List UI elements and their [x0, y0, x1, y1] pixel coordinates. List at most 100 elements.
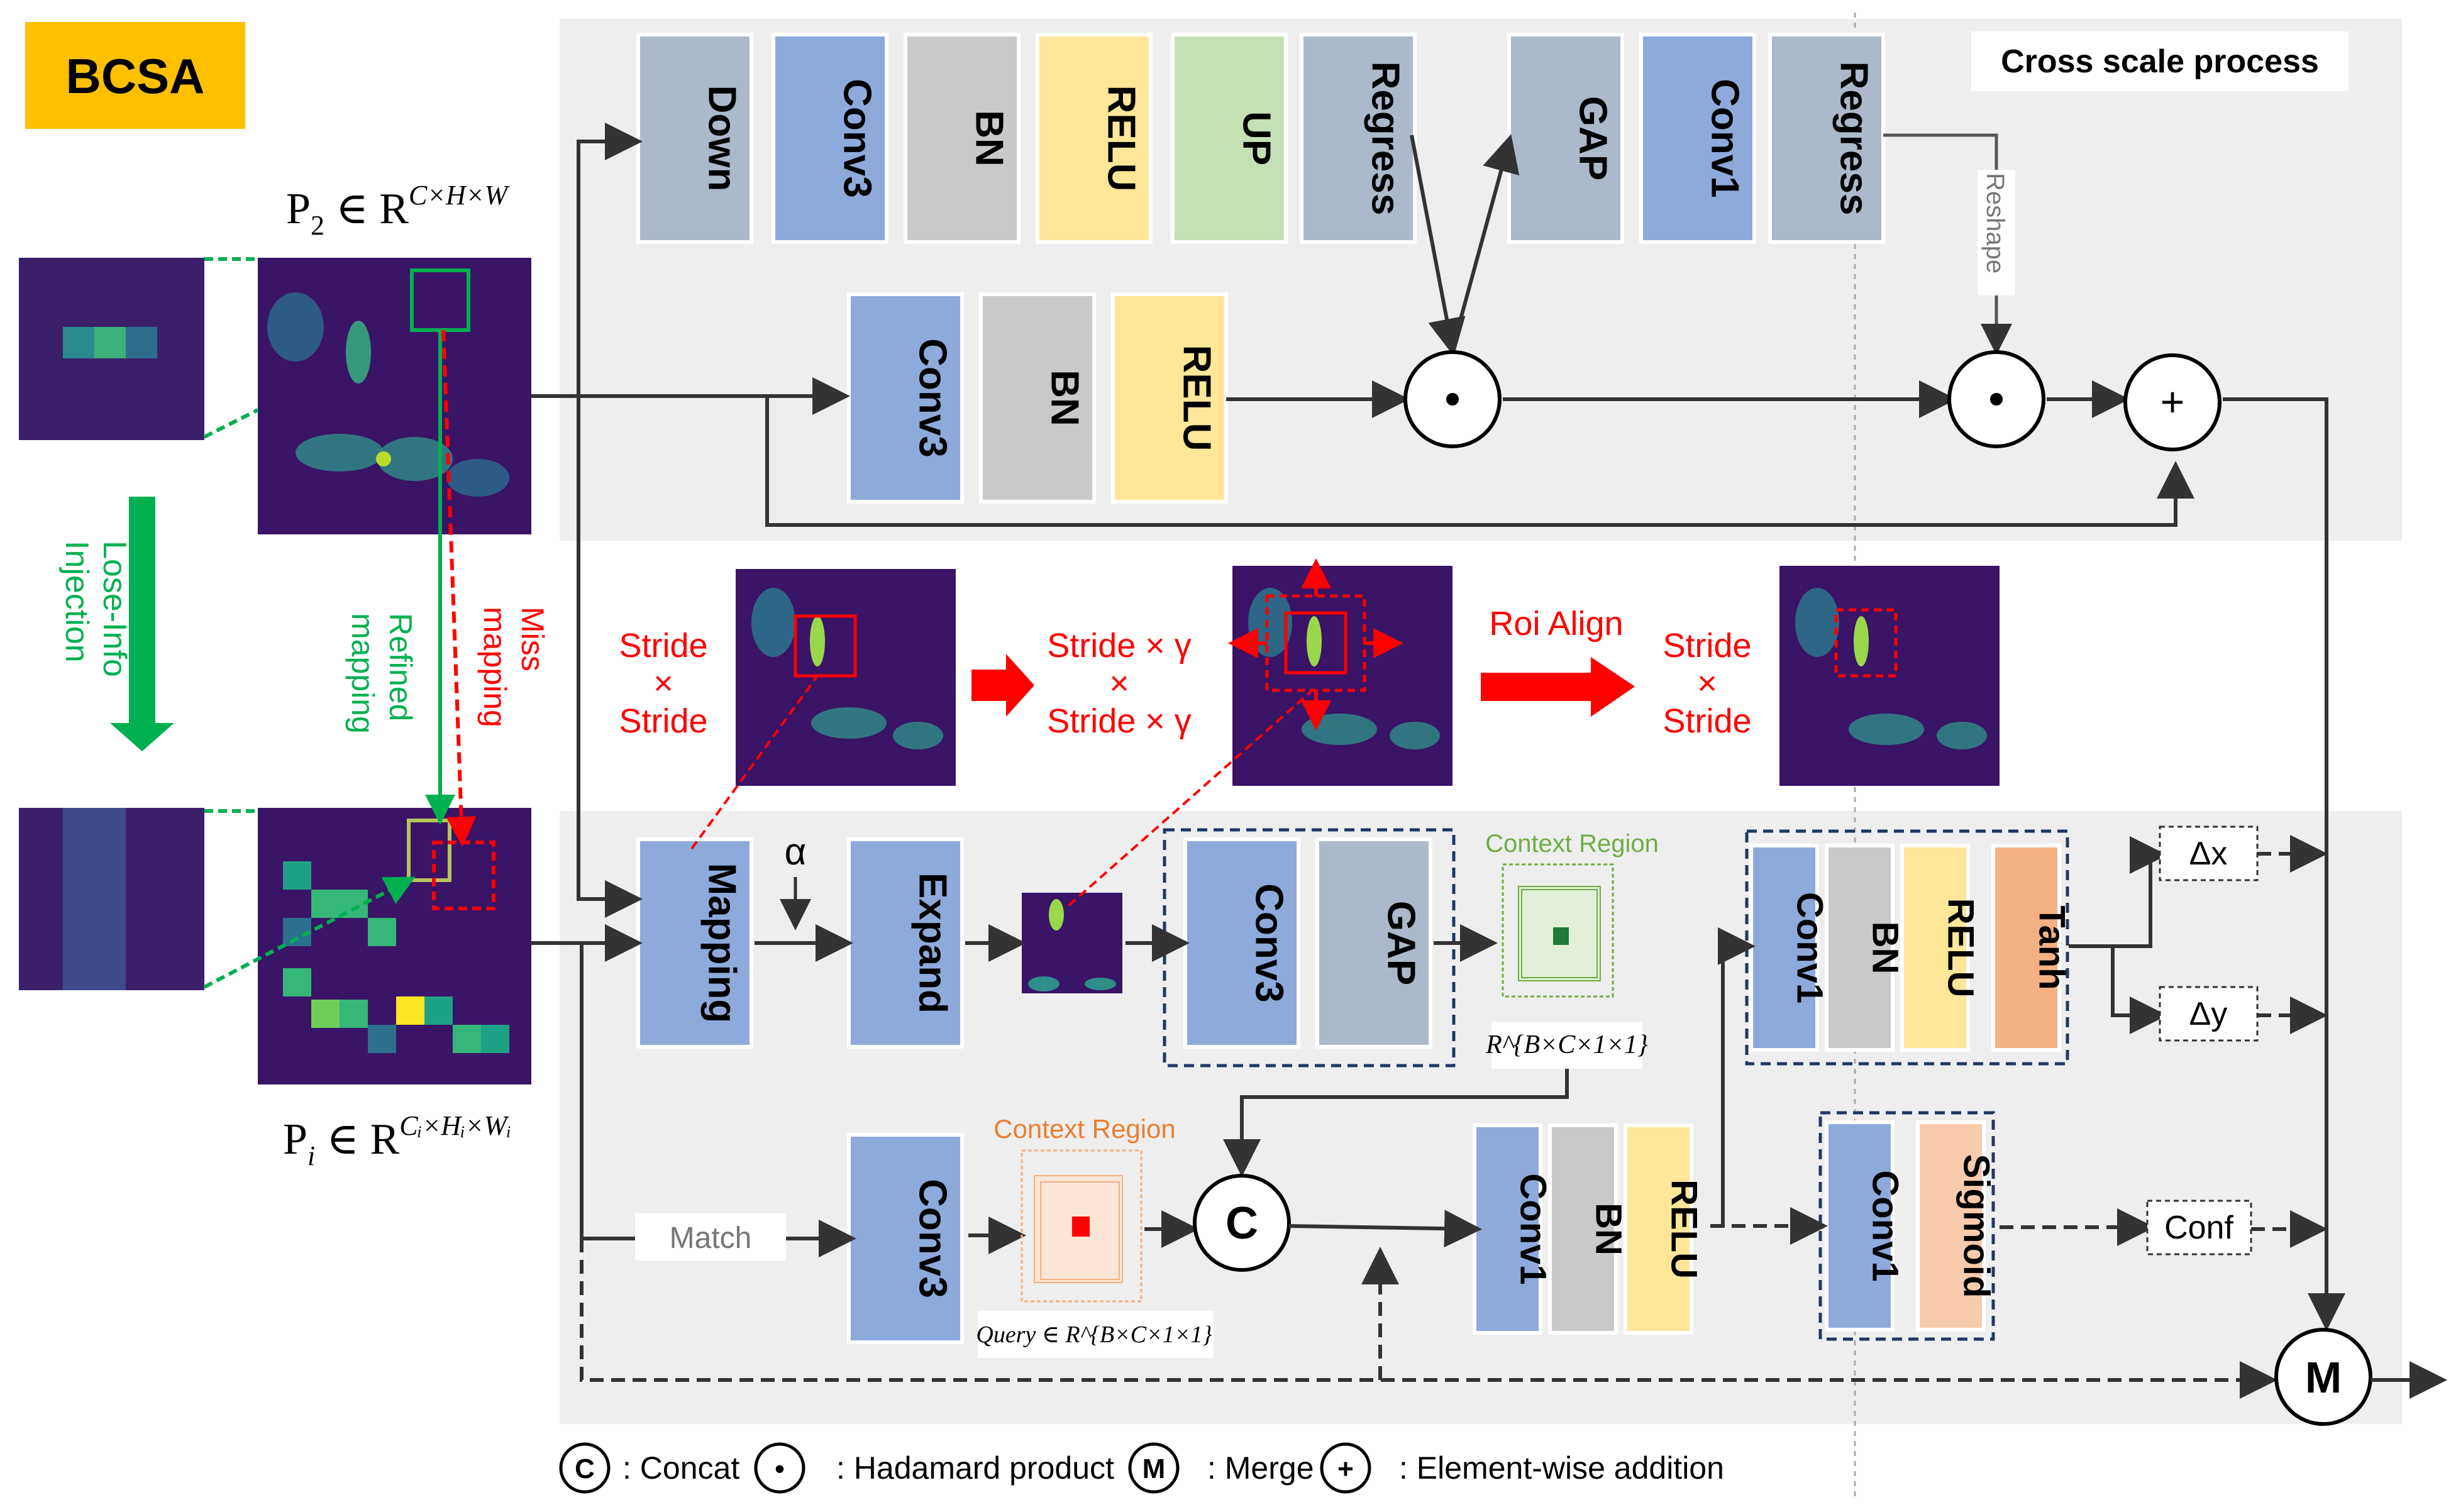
tanh-box: Tanh [1991, 844, 2072, 1052]
svg-text:P2∈ RC×H×W: P2∈ RC×H×W [286, 180, 509, 241]
svg-text:Pi∈ RCᵢ×Hᵢ×Wᵢ: Pi∈ RCᵢ×Hᵢ×Wᵢ [283, 1110, 511, 1171]
tanh-to-dx [2069, 836, 2167, 948]
legend-text: : Element-wise addition [1399, 1450, 1724, 1486]
reshape-bg [1978, 170, 2015, 295]
legend-text: : Hadamard product [836, 1450, 1114, 1486]
reshape-label: Reshape [1981, 173, 2009, 273]
rbc-label: R^{B×C×1×1} [1485, 1030, 1648, 1059]
top-box-gap: GAP [1507, 33, 1624, 244]
lose-info-label: Lose-InfoInjection [58, 541, 133, 677]
bn-b-box: BN [1548, 1123, 1629, 1335]
p2-label: P2∈ RC×H×W [286, 180, 509, 241]
legend-item: • : Hadamard product [754, 1442, 1114, 1494]
svg-text:M: M [2305, 1353, 2342, 1402]
dy-box [2159, 986, 2259, 1042]
alpha-label: α [785, 830, 807, 873]
title-text: BCSA [65, 48, 204, 104]
legend-symbol: • [775, 1454, 784, 1484]
stride-heatmap-1 [736, 569, 956, 786]
svg-text:C: C [1226, 1198, 1258, 1249]
p2-to-mapping [577, 396, 643, 918]
svg-text:Context Region: Context Region [1485, 830, 1659, 858]
stride-label-1: Stride×Stride [619, 627, 707, 740]
top-box-regress: Regress [1300, 33, 1417, 244]
conv1c-box: Conv1 [1825, 1120, 1905, 1332]
stride-heatmap-2 [1228, 558, 1452, 786]
legend: C : Concat • : Hadamard product M : Merge + : E… [559, 1442, 1724, 1494]
stride-label-3: Stride×Stride [1663, 627, 1751, 740]
top-box-regress-label: Regress [1832, 62, 1875, 216]
rbc-to-concat [1223, 1069, 1569, 1177]
bottom-dashed-line [580, 1239, 2277, 1399]
top-box-up: UP [1171, 33, 1288, 244]
top-box-regress-label: Regress [1363, 62, 1407, 216]
miss-label: Missmapping [477, 607, 550, 727]
context-region-orange: Context Region [993, 1114, 1176, 1303]
legend-text: : Merge [1207, 1450, 1314, 1486]
small-heatmap [1022, 893, 1122, 993]
pi-zoom-heatmap [19, 808, 204, 990]
legend-symbol: C [575, 1454, 595, 1484]
relu-b-box-label: RELU [1663, 1179, 1704, 1279]
gap-box: GAP [1315, 837, 1432, 1049]
top-box-conv1: Conv1 [1639, 33, 1756, 244]
mid-box-bn-label: BN [1043, 370, 1086, 426]
dy-label: Δy [2189, 996, 2228, 1032]
mid-box-relu-label: RELU [1175, 345, 1218, 451]
regress-to-dot [1410, 135, 1466, 356]
add-op: + [2123, 353, 2221, 451]
mid-box-conv3: Conv3 [847, 292, 964, 504]
hadamard-op-1 [1403, 350, 1502, 448]
sigmoid-box-label: Sigmoid [1956, 1154, 1996, 1298]
mid-row: Conv3 BN RELU [847, 292, 1228, 504]
conv3a-box-label: Conv3 [1247, 883, 1290, 1002]
conv3b-box-label: Conv3 [910, 1179, 954, 1298]
bn-b-box-label: BN [1588, 1203, 1629, 1255]
conv1a-box: Conv1 [1749, 844, 1830, 1052]
conv1a-box-label: Conv1 [1789, 892, 1830, 1003]
top-box-down-label: Down [700, 86, 743, 192]
dx-label: Δx [2189, 836, 2228, 872]
bn-a-box-label: BN [1864, 922, 1905, 974]
tanh-box-label: Tanh [2031, 905, 2072, 990]
legend-text: : Concat [622, 1450, 739, 1486]
merge-op: M [2274, 1328, 2372, 1426]
residual-line [765, 396, 2194, 527]
legend-symbol: + [1337, 1454, 1354, 1484]
expand-box: Expand [847, 837, 964, 1049]
top-box-down: Down [636, 33, 753, 244]
cross-scale-label: Cross scale process [2001, 43, 2319, 80]
legend-symbol: M [1143, 1454, 1166, 1484]
conv1b-box-label: Conv1 [1512, 1173, 1553, 1284]
conv1c-box-label: Conv1 [1864, 1170, 1905, 1281]
svg-text:Context Region: Context Region [993, 1114, 1176, 1144]
pi-heatmap [258, 808, 531, 1084]
zoom-line [203, 408, 259, 439]
mapping-box: Mapping [636, 837, 753, 1049]
rbc-box [1491, 1022, 1642, 1069]
legend-item: C : Concat [559, 1442, 739, 1494]
match-box [635, 1213, 786, 1261]
mapping-box-label: Mapping [700, 863, 743, 1024]
top-box-up-label: UP [1234, 111, 1278, 165]
bn-a-box: BN [1825, 844, 1905, 1052]
map-red-line-1 [690, 675, 819, 850]
concat-op: C [1193, 1174, 1291, 1272]
conv3a-box: Conv3 [1183, 837, 1300, 1049]
legend-item: + : Element-wise addition [1320, 1442, 1724, 1494]
conf-box [2146, 1200, 2252, 1255]
dot-to-gap [1451, 134, 1520, 350]
top-box-bn: BN [904, 33, 1021, 244]
stride-label-2: Stride × γ×Stride × γ [1047, 627, 1192, 740]
mid-box-bn: BN [979, 292, 1096, 504]
p2-zoom-heatmap [19, 258, 204, 440]
red-arrow-2 [1481, 657, 1635, 717]
top-box-relu-label: RELU [1099, 86, 1143, 192]
tanh-to-dy [2111, 946, 2167, 1034]
relu-a-box: RELU [1900, 844, 1981, 1052]
conv3b-box: Conv3 [847, 1133, 964, 1344]
top-box-regress: Regress [1768, 33, 1885, 244]
